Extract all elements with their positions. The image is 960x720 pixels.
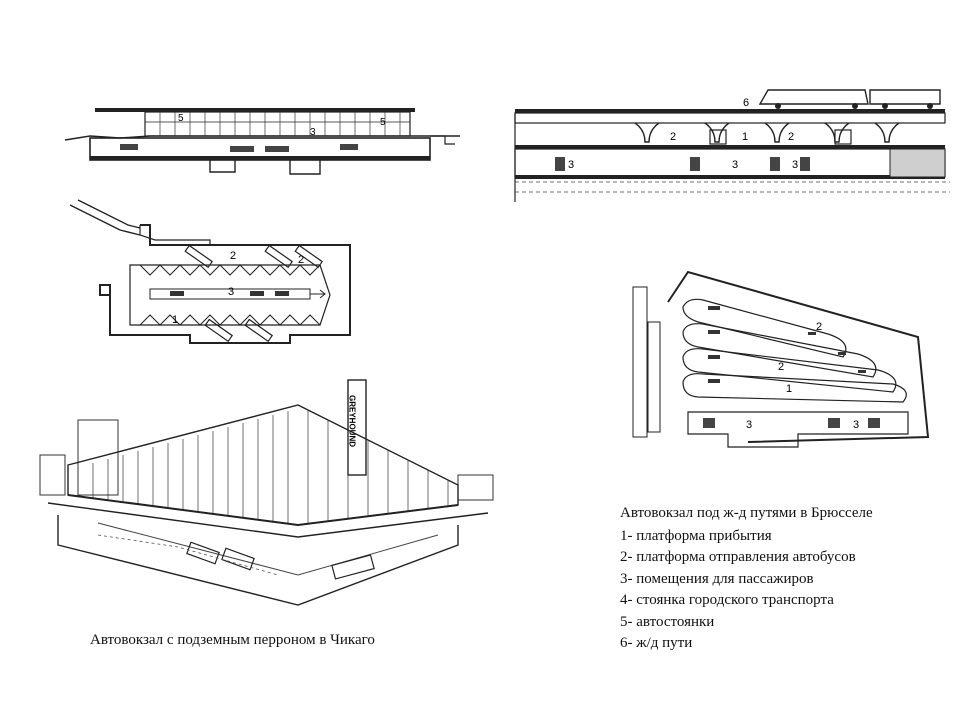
section-label: 5	[380, 117, 386, 128]
plan-label: 2	[298, 254, 304, 266]
section-label: 3	[568, 159, 574, 171]
plan-label: 3	[853, 419, 859, 431]
section-label: 2	[788, 131, 794, 143]
section-label: 3	[732, 159, 738, 171]
legend-item: 1- платформа прибытия	[620, 527, 772, 544]
section-label: 1	[742, 131, 748, 143]
plan-label: 1	[786, 383, 792, 395]
brussels-legend: Автовокзал под ж-д путями в Брюсселе 1- …	[620, 503, 873, 655]
brussels-plan-drawing: 2 2 1 3 3	[628, 262, 948, 462]
section-label: 3	[792, 159, 798, 171]
brussels-title: Автовокзал под ж-д путями в Брюсселе	[620, 505, 873, 521]
legend-item: 2- платформа отправления автобусов	[620, 549, 856, 565]
section-label: 3	[310, 127, 316, 138]
legend-item: 6- ж/д пути	[620, 635, 693, 651]
chicago-section-drawing: 5 5 3	[60, 100, 470, 180]
chicago-plan-drawing: 2 2 3 1	[60, 195, 370, 355]
chicago-perspective-drawing: GREYHOUND	[38, 375, 498, 625]
legend-list: 1- платформа прибытия 2- платформа отпра…	[620, 526, 873, 655]
section-label: 6	[743, 97, 749, 109]
sign-text: GREYHOUND	[348, 395, 357, 447]
chicago-caption: Автовокзал с подземным перроном в Чикаго	[90, 632, 375, 648]
legend-item: 4- стоянка городского транспорта	[620, 592, 834, 608]
plan-label: 3	[746, 419, 752, 431]
section-label: 2	[670, 131, 676, 143]
brussels-section-drawing: 6 2 1 2 3 3 3	[510, 82, 950, 207]
legend-item: 3- помещения для пассажиров	[620, 570, 814, 587]
plan-label: 2	[230, 250, 236, 262]
plan-label: 2	[816, 321, 822, 333]
plan-label: 2	[778, 361, 784, 373]
plan-label: 1	[172, 314, 178, 326]
legend-item: 5- автостоянки	[620, 613, 715, 630]
section-label: 5	[178, 113, 184, 124]
plan-label: 3	[228, 286, 234, 298]
